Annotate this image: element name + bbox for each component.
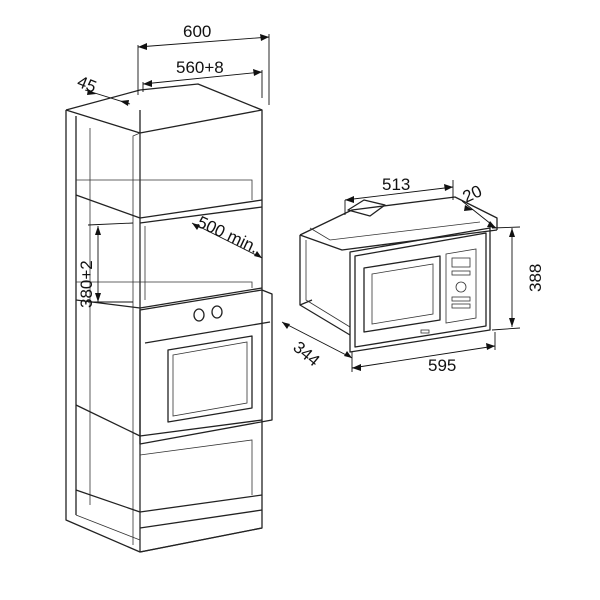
label-cabinet-width: 600 (183, 22, 211, 41)
oven-knob-right-icon (211, 305, 223, 319)
label-microwave-depth: 513 (382, 175, 410, 194)
lower-compartment (75, 404, 263, 513)
label-microwave-width: 595 (428, 356, 456, 375)
label-frame-depth: 20 (460, 181, 485, 206)
dimension-lines (84, 34, 521, 372)
label-niche-height: 380+2 (77, 260, 96, 308)
label-microwave-side-depth: 344 (289, 338, 323, 371)
label-niche-width: 560+8 (176, 58, 224, 77)
vent-tab-icon (347, 199, 386, 217)
display-icon (451, 257, 471, 268)
door-button-icon (420, 329, 430, 334)
label-microwave-height: 388 (526, 264, 545, 292)
microwave (299, 196, 498, 353)
oven (139, 289, 273, 445)
dial-icon (455, 281, 467, 293)
tall-cabinet (65, 83, 263, 553)
oven-knob-left-icon (193, 308, 205, 322)
label-niche-depth: 500 min. (194, 212, 261, 257)
